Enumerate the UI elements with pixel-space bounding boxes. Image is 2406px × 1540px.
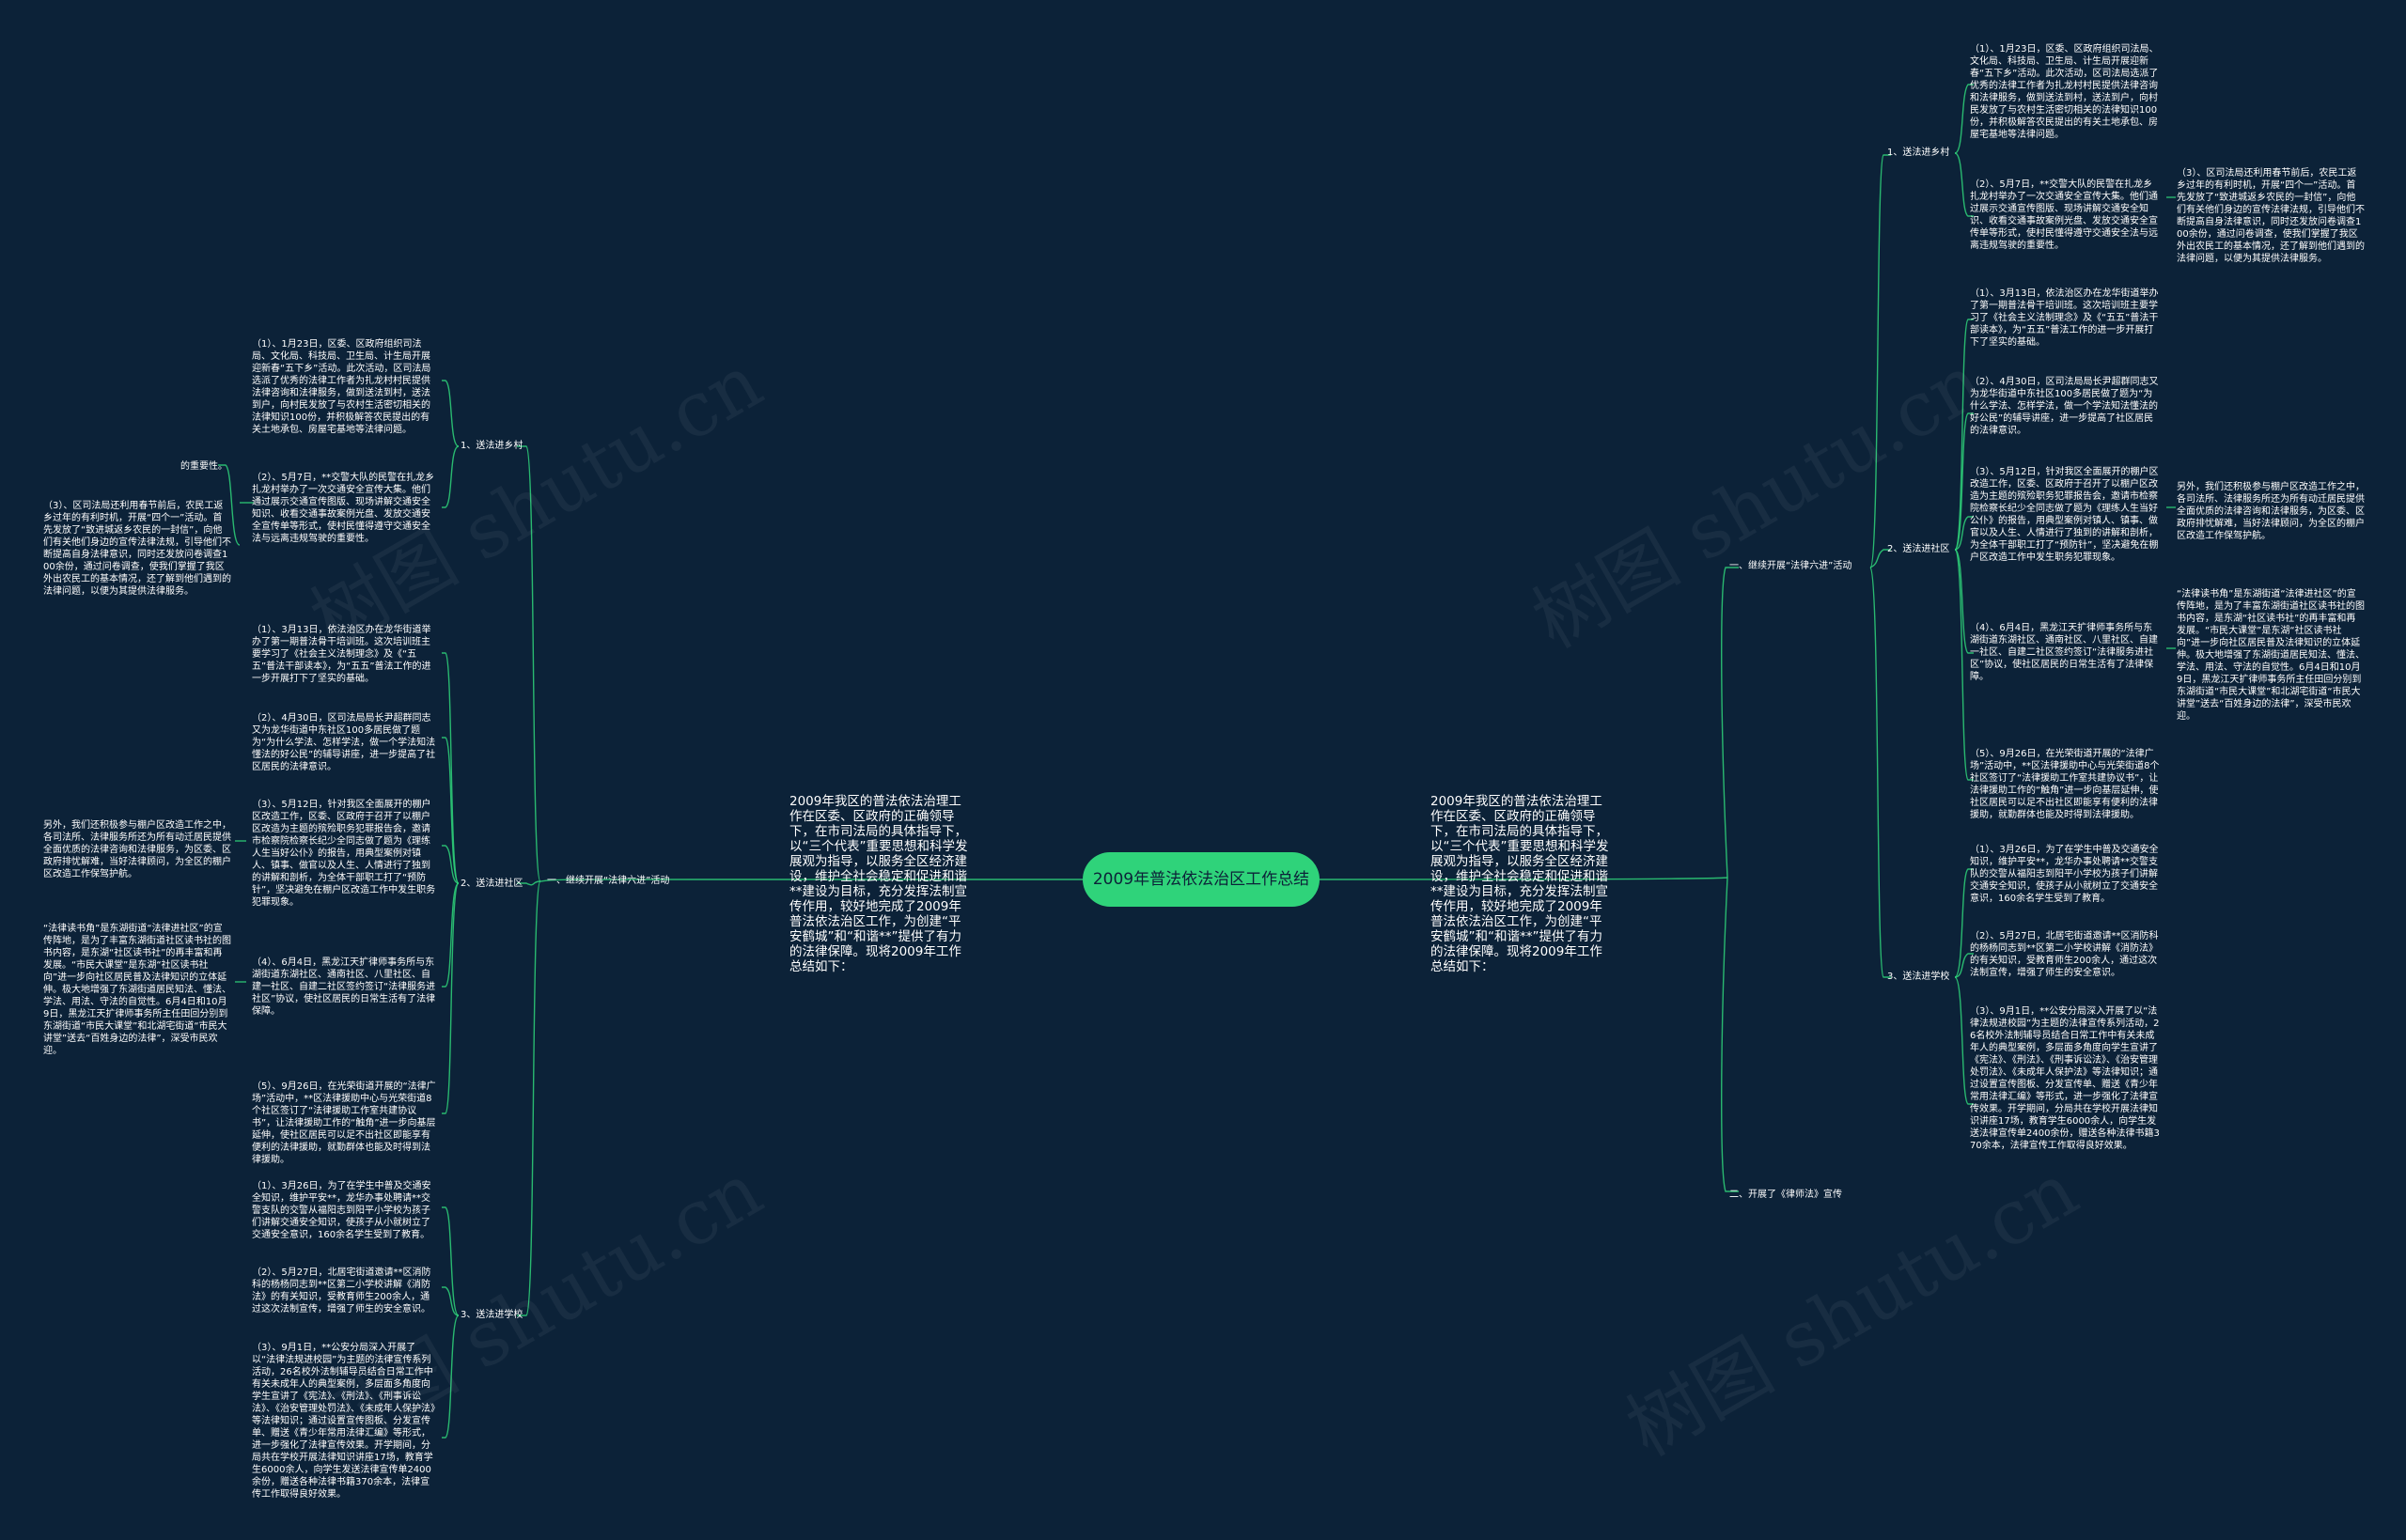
- leaf-community-3-right[interactable]: （3）、5月12日，针对我区全面展开的棚户区改造工作，区委、区政府于召开了以棚户…: [1970, 467, 2159, 563]
- leaf-community-1-right[interactable]: （1）、3月13日，依法治区办在龙华街道举办了第一期普法骨干培训班。这次培训班主…: [1970, 288, 2159, 348]
- leaf-community-4-right[interactable]: （4）、6月4日，黑龙江天扩律师事务所与东湖街道东湖社区、通南社区、八里社区、自…: [1970, 623, 2158, 682]
- leaf-village-3-left[interactable]: （3）、区司法局还利用春节前后，农民工返乡过年的有利时机，开展“四个一”活动。首…: [43, 501, 231, 597]
- leaf-reading-corner-right[interactable]: “法律读书角”是东湖街道“法律进社区”的宣传阵地，是为了丰富东湖街道社区读书社的…: [2177, 589, 2365, 722]
- sub-community-right[interactable]: 2、送法进社区: [1887, 544, 1950, 554]
- branch-law-six-entries-left[interactable]: 一、继续开展“法律六进”活动: [547, 876, 670, 886]
- leaf-community-2-left[interactable]: （2）、4月30日，区司法局局长尹超群同志又为龙华街道中东社区100多居民做了题…: [252, 713, 436, 772]
- leaf-school-2-right[interactable]: （2）、5月27日，北居宅街道邀请**区消防科的杨杨同志到**区第二小学校讲解《…: [1970, 931, 2159, 978]
- leaf-village-3-right[interactable]: （3）、区司法局还利用春节前后，农民工返乡过年的有利时机，开展“四个一”活动。首…: [2177, 168, 2365, 264]
- leaf-community-extra-right[interactable]: 另外，我们还积极参与棚户区改造工作之中，各司法所、法律服务所还为所有动迁居民提供…: [2177, 482, 2365, 541]
- sub-school-left[interactable]: 3、送法进学校: [461, 1310, 523, 1320]
- leaf-community-extra-left[interactable]: 另外，我们还积极参与棚户区改造工作之中，各司法所、法律服务所还为所有动迁居民提供…: [43, 820, 231, 879]
- sub-village-right[interactable]: 1、送法进乡村: [1887, 148, 1950, 158]
- leaf-community-5-left[interactable]: （5）、9月26日，在光荣街道开展的“法律广场”活动中，**区法律援助中心与光荣…: [252, 1081, 436, 1165]
- sub-school-right[interactable]: 3、送法进学校: [1887, 972, 1950, 982]
- leaf-school-3-left[interactable]: （3）、9月1日，**公安分局深入开展了以“法律法规进校园”为主题的法律宣传系列…: [252, 1343, 435, 1500]
- leaf-village-2-right[interactable]: （2）、5月7日，**交警大队的民警在扎龙乡扎龙村举办了一次交通安全宣传大集。他…: [1970, 179, 2158, 251]
- sub-community-left[interactable]: 2、送法进社区: [461, 879, 523, 889]
- leaf-village-2-left[interactable]: （2）、5月7日，**交警大队的民警在扎龙乡扎龙村举办了一次交通安全宣传大集。他…: [252, 473, 435, 544]
- leaf-community-3-left[interactable]: （3）、5月12日，针对我区全面展开的棚户区改造工作，区委、区政府于召开了以棚户…: [252, 800, 436, 908]
- leaf-village-3-tail-left[interactable]: 的重要性。: [180, 461, 227, 472]
- branch-law-six-entries-right[interactable]: 一、继续开展“法律六进”活动: [1729, 561, 1852, 571]
- leaf-community-2-right[interactable]: （2）、4月30日，区司法局局长尹超群同志又为龙华街道中东社区100多居民做了题…: [1970, 377, 2159, 436]
- leaf-school-1-right[interactable]: （1）、3月26日，为了在学生中普及交通安全知识，维护平安**，龙华办事处聘请*…: [1970, 845, 2159, 904]
- root-topic[interactable]: 2009年普法依法治区工作总结: [1083, 852, 1320, 907]
- leaf-reading-corner-left[interactable]: “法律读书角”是东湖街道“法律进社区”的宣传阵地，是为了丰富东湖街道社区读书社的…: [43, 924, 231, 1056]
- leaf-village-1-right[interactable]: （1）、1月23日，区委、区政府组织司法局、文化局、科技局、卫生局、计生局开展迎…: [1970, 44, 2159, 140]
- intro-text-right[interactable]: 2009年我区的普法依法治理工作在区委、区政府的正确领导下，在市司法局的具体指导…: [1430, 794, 1609, 974]
- sub-village-left[interactable]: 1、送法进乡村: [461, 441, 523, 451]
- leaf-school-3-right[interactable]: （3）、9月1日，**公安分局深入开展了以“法律法规进校园”为主题的法律宣传系列…: [1970, 1006, 2160, 1151]
- leaf-community-1-left[interactable]: （1）、3月13日，依法治区办在龙华街道举办了第一期普法骨干培训班。这次培训班主…: [252, 625, 431, 684]
- leaf-community-5-right[interactable]: （5）、9月26日，在光荣街道开展的“法律广场”活动中，**区法律援助中心与光荣…: [1970, 749, 2160, 820]
- leaf-community-4-left[interactable]: （4）、6月4日，黑龙江天扩律师事务所与东湖街道东湖社区、通南社区、八里社区、自…: [252, 957, 436, 1017]
- branch-lawyer-law-right[interactable]: 二、开展了《律师法》宣传: [1729, 1190, 1842, 1200]
- leaf-school-2-left[interactable]: （2）、5月27日，北居宅街道邀请**区消防科的杨杨同志到**区第二小学校讲解《…: [252, 1268, 431, 1314]
- leaf-village-1-left[interactable]: （1）、1月23日，区委、区政府组织司法局、文化局、科技局、卫生局、计生局开展迎…: [252, 339, 431, 435]
- intro-text-left[interactable]: 2009年我区的普法依法治理工作在区委、区政府的正确领导下，在市司法局的具体指导…: [789, 794, 968, 974]
- leaf-school-1-left[interactable]: （1）、3月26日，为了在学生中普及交通安全知识，维护平安**，龙华办事处聘请*…: [252, 1181, 431, 1240]
